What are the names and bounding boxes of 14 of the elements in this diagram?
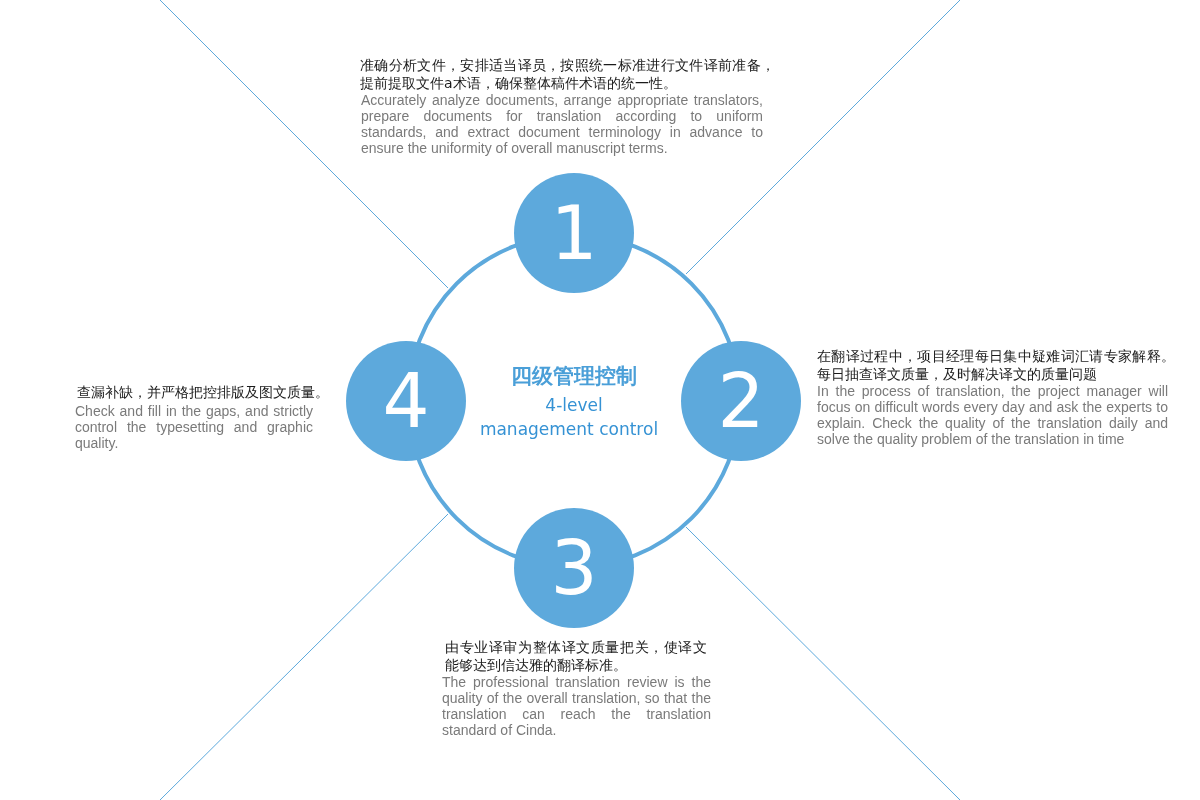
translation-text: Check and fill in the gaps, and strictly control the typesetting and graphic quality. — [75, 403, 313, 451]
number-circle: 3 — [514, 508, 634, 628]
center-title: 四级管理控制 — [510, 363, 638, 389]
description-text: 由专业译审为整体译文质量把关，使译文能够达到信达雅的翻译标准。 — [445, 638, 707, 674]
description-text: 查漏补缺，并严格把控排版及图文质量。 — [77, 383, 330, 401]
translation-text: Accurately analyze documents, arrange appropriate translators, prepare documents for translation according to uniform standards, and extract document terminology in advance to ensure the uniformity of overall manuscript terms. — [361, 92, 763, 156]
center-subtitle: 4-level management control — [478, 394, 660, 441]
description-text: 在翻译过程中，项目经理每日集中疑难词汇请专家解释。每日抽查译文质量，及时解决译文的质量问题 — [817, 347, 1175, 383]
translation-text: In the process of translation, the project manager will focus on difficult words every day and ask the experts to explain. Check the quality of the translation daily and solve the quality problem of the translation in time — [817, 383, 1168, 447]
number-circle: 2 — [681, 341, 801, 461]
number-circle: 1 — [514, 173, 634, 293]
description-text: 准确分析文件，安排适当译员，按照统一标准进行文件译前准备，提前提取文件a术语，确保整体稿件术语的统一性。 — [360, 56, 775, 92]
number-circle: 4 — [346, 341, 466, 461]
translation-text: The professional translation review is the quality of the overall translation, so that the translation can reach the translation standard of Cinda. — [442, 674, 711, 738]
